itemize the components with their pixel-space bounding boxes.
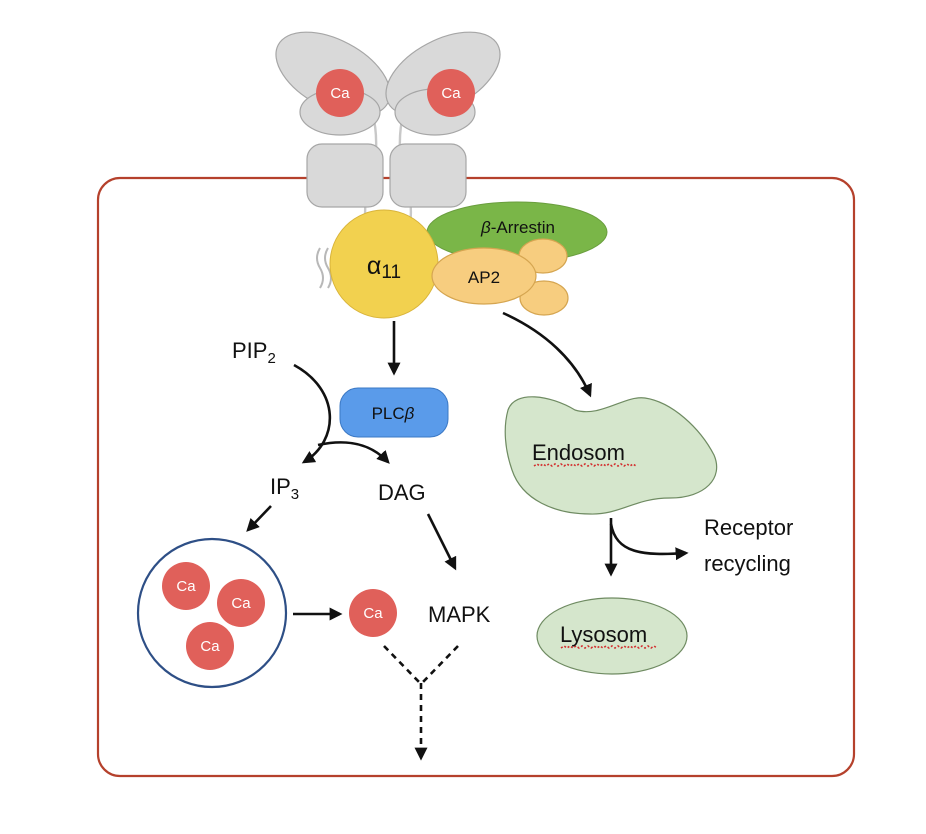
calcium-ion-cytosolic: Ca bbox=[349, 589, 397, 637]
receptor-recycling-label-line1: Receptor bbox=[704, 515, 793, 540]
arrow-dag-to-mapk bbox=[426, 513, 457, 571]
arrow-endosome-to-recycling bbox=[609, 523, 689, 561]
svg-text:α11: α11 bbox=[367, 252, 401, 283]
lysosome: Lysosom bbox=[536, 597, 688, 675]
svg-text:Ca: Ca bbox=[176, 578, 196, 595]
calcium-ion-receptor-right: Ca bbox=[427, 69, 475, 117]
cell-boundary bbox=[96, 176, 856, 778]
svg-text:Ca: Ca bbox=[330, 85, 350, 102]
svg-text:β-Arrestin: β-Arrestin bbox=[480, 218, 555, 237]
endosome: Endosom bbox=[504, 396, 718, 515]
dag-label: DAG bbox=[378, 480, 426, 505]
dashed-line-calcium bbox=[383, 645, 421, 684]
svg-text:Ca: Ca bbox=[441, 85, 461, 102]
svg-text:Ca: Ca bbox=[200, 638, 220, 655]
calcium-ion-receptor-left: Ca bbox=[316, 69, 364, 117]
svg-text:Ca: Ca bbox=[363, 605, 383, 622]
receptor-recycling-label-line2: recycling bbox=[704, 551, 791, 576]
arrow-ip3-to-calcium-store bbox=[246, 505, 272, 532]
receptor-right-crd bbox=[389, 143, 467, 208]
pip2-label: PIP2 bbox=[232, 338, 276, 367]
ap2-complex: AP2 bbox=[431, 238, 569, 316]
ip3-label: IP3 bbox=[270, 474, 299, 503]
svg-text:Lysosom: Lysosom bbox=[560, 622, 647, 647]
g-alpha-11: α11 bbox=[329, 209, 439, 319]
svg-text:Ca: Ca bbox=[231, 595, 251, 612]
calcium-ion-store-1: Ca bbox=[162, 562, 210, 610]
mapk-label: MAPK bbox=[428, 602, 491, 627]
arrow-ap2-to-endosome bbox=[502, 311, 592, 398]
plc-beta: PLCβ bbox=[339, 387, 449, 438]
svg-text:PLCβ: PLCβ bbox=[372, 404, 415, 423]
calcium-ion-store-2: Ca bbox=[217, 579, 265, 627]
arrow-pip2-to-ip3 bbox=[293, 363, 332, 464]
calcium-ion-store-3: Ca bbox=[186, 622, 234, 670]
arrow-pip2-to-dag bbox=[317, 441, 390, 464]
svg-text:AP2: AP2 bbox=[468, 268, 500, 287]
svg-text:Endosom: Endosom bbox=[532, 440, 625, 465]
receptor-left-crd bbox=[306, 143, 384, 208]
dashed-line-mapk bbox=[421, 645, 459, 684]
